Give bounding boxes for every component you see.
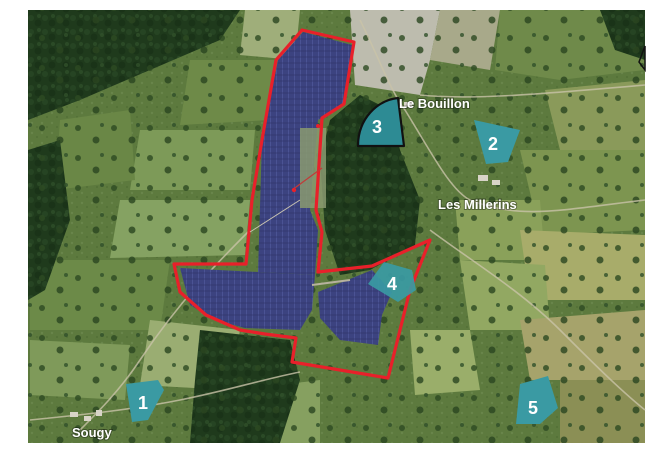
solar-site-boundary — [172, 28, 432, 380]
viewpoint-marker-4[interactable]: 4 — [368, 262, 416, 302]
north-arrow-icon — [638, 45, 646, 73]
viewpoint-marker-2[interactable]: 2 — [474, 120, 520, 164]
viewpoint-number-4: 4 — [387, 274, 397, 294]
place-label-les-millerins: Les Millerins — [438, 197, 517, 212]
viewpoint-number-1: 1 — [138, 393, 148, 413]
viewpoint-cone-icon — [368, 262, 416, 302]
viewpoint-marker-5[interactable]: 5 — [516, 376, 558, 424]
viewpoint-number-3: 3 — [372, 117, 382, 137]
place-label-le-bouillon: Le Bouillon — [399, 96, 470, 111]
solar-panel-arrays — [180, 32, 392, 345]
viewpoint-marker-3[interactable]: 3 — [356, 96, 406, 148]
viewpoint-cone-icon — [474, 120, 520, 164]
viewpoint-cone-icon — [126, 380, 164, 422]
roads — [29, 19, 646, 431]
viewpoint-number-5: 5 — [528, 398, 538, 418]
viewpoint-marker-1[interactable]: 1 — [126, 380, 164, 422]
viewpoint-cone-icon — [516, 376, 558, 424]
viewpoint-cone-icon — [356, 96, 406, 148]
buildings — [70, 102, 500, 421]
place-label-sougy: Sougy — [72, 425, 112, 440]
viewpoint-number-2: 2 — [488, 134, 498, 154]
site-internal-lines — [249, 124, 351, 286]
